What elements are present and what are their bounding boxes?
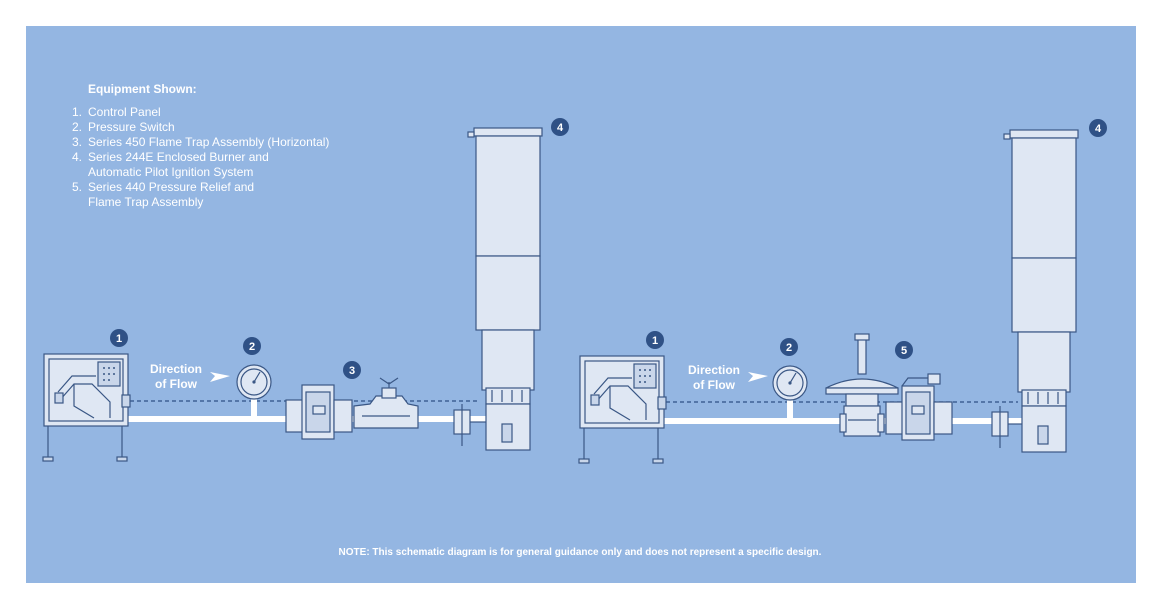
left-flow-arrow xyxy=(210,372,230,382)
right-flow-arrow xyxy=(748,372,768,382)
svg-text:4: 4 xyxy=(1095,123,1102,135)
badge-left-burner: 4 xyxy=(551,118,569,136)
svg-text:5: 5 xyxy=(901,345,907,357)
svg-text:1: 1 xyxy=(652,335,658,347)
badge-left-pressure-switch: 2 xyxy=(243,337,261,355)
badge-left-flame-trap: 3 xyxy=(343,361,361,379)
disclaimer-note: NOTE: This schematic diagram is for gene… xyxy=(338,547,822,558)
badge-left-control-panel: 1 xyxy=(110,329,128,347)
legend-title: Equipment Shown: xyxy=(88,82,197,96)
right-burner xyxy=(1003,129,1079,453)
right-pressure-switch xyxy=(772,365,808,418)
legend-number: 4. xyxy=(72,150,83,164)
svg-text:2: 2 xyxy=(249,341,255,353)
legend-item: 4. Series 244E Enclosed Burner and Automa… xyxy=(72,150,329,180)
right-flow-label: Direction of Flow xyxy=(688,363,741,392)
legend-number: 5. xyxy=(72,180,83,194)
legend-label: Pressure Switch xyxy=(88,120,175,134)
left-valve xyxy=(353,377,419,429)
legend-item: 3. Series 450 Flame Trap Assembly (Horizo… xyxy=(72,135,330,150)
left-control-panel xyxy=(42,353,131,462)
right-system xyxy=(578,129,1079,464)
badge-right-burner: 4 xyxy=(1089,119,1107,137)
right-flame-trap xyxy=(885,373,953,441)
badge-right-control-panel: 1 xyxy=(646,331,664,349)
svg-text:1: 1 xyxy=(116,333,122,345)
legend-label: Control Panel xyxy=(88,105,161,119)
legend-item: 2. Pressure Switch xyxy=(72,120,329,135)
badge-right-pressure-switch: 2 xyxy=(780,338,798,356)
legend-label: Series 244E Enclosed Burner and Automati… xyxy=(88,150,269,179)
legend-list: 1. Control Panel 2. Pressure Switch 3. Seri… xyxy=(72,105,329,210)
diagram-panel xyxy=(26,26,1136,583)
legend-label: Series 450 Flame Trap Assembly (Horizont… xyxy=(88,135,330,149)
right-relief-valve xyxy=(825,333,899,437)
left-system xyxy=(42,127,543,462)
legend-label: Series 440 Pressure Relief and Flame Tra… xyxy=(88,180,255,209)
legend-number: 3. xyxy=(72,135,83,149)
equipment-legend: Equipment Shown: 1. Control Panel 2. Press… xyxy=(72,82,329,210)
badge-right-relief-valve: 5 xyxy=(895,341,913,359)
svg-text:3: 3 xyxy=(349,365,355,377)
legend-item: 5. Series 440 Pressure Relief and Flame T… xyxy=(72,180,329,210)
left-flow-label: Direction of Flow xyxy=(150,362,203,391)
svg-text:2: 2 xyxy=(786,342,792,354)
legend-item: 1. Control Panel xyxy=(72,105,329,120)
svg-text:4: 4 xyxy=(557,122,564,134)
left-burner xyxy=(467,127,543,451)
right-control-panel xyxy=(578,355,667,464)
left-pressure-switch xyxy=(236,364,272,417)
left-flame-trap xyxy=(285,384,353,440)
legend-number: 1. xyxy=(72,105,83,119)
legend-number: 2. xyxy=(72,120,83,134)
